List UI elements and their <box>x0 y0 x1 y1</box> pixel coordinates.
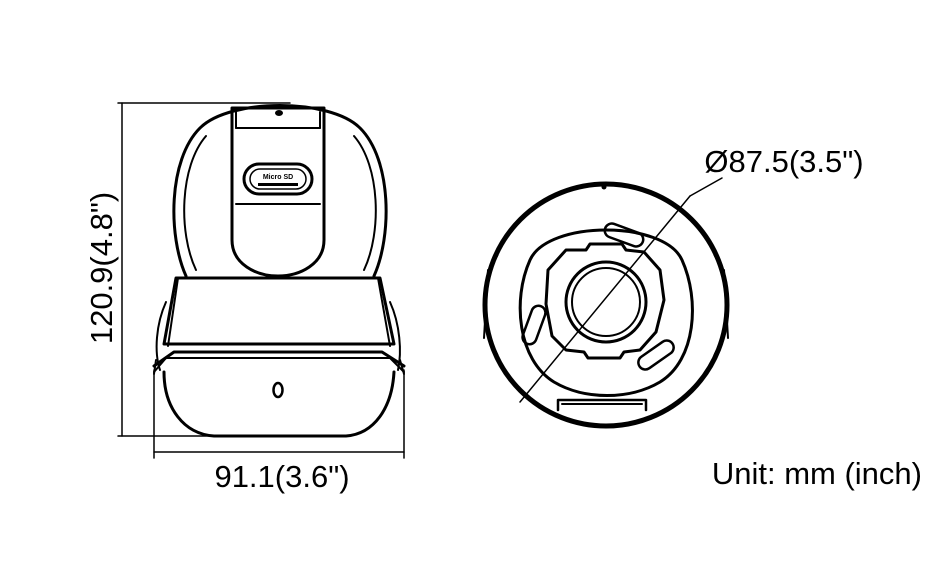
reset-hole <box>272 381 284 399</box>
camera-head: Micro SD <box>172 104 388 278</box>
width-label: 91.1(3.6") <box>214 459 349 494</box>
foot-top <box>603 222 645 248</box>
camera-base <box>152 276 406 438</box>
unit-label: Unit: mm (inch) <box>712 456 922 491</box>
height-dimension: 120.9(4.8") <box>84 102 291 437</box>
width-dimension: 91.1(3.6") <box>153 369 405 494</box>
front-view: Micro SD 120. <box>84 102 406 494</box>
foot-right <box>637 339 675 371</box>
bottom-view: Ø87.5(3.5") <box>482 144 864 429</box>
card-slot-text: Micro SD <box>263 174 293 181</box>
foot-left <box>521 304 547 346</box>
micro-sd-slot: Micro SD <box>242 162 314 196</box>
diameter-dimension: Ø87.5(3.5") <box>519 144 864 403</box>
microphone-hole <box>275 110 283 116</box>
diameter-label: Ø87.5(3.5") <box>704 144 863 179</box>
height-label: 120.9(4.8") <box>84 192 119 344</box>
